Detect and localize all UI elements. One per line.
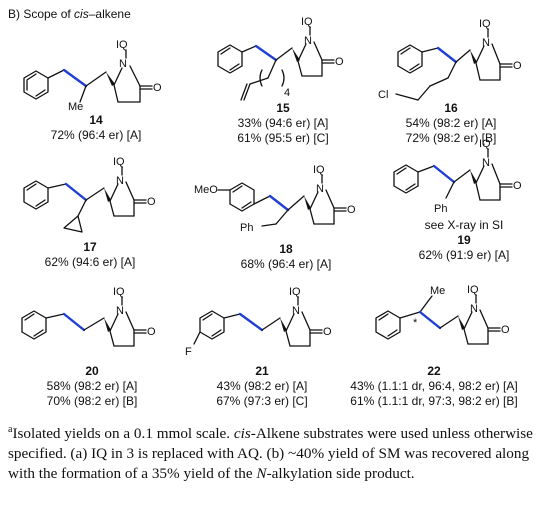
svg-text:O: O — [153, 82, 162, 94]
svg-text:N: N — [116, 305, 124, 317]
svg-text:IQ: IQ — [113, 286, 125, 298]
compound-15-result-1: 33% (94:6 er) [A] — [238, 116, 329, 130]
compound-19-note: see X-ray in SI — [425, 218, 504, 232]
compound-number-20: 20 — [85, 364, 99, 378]
svg-text:N: N — [116, 175, 124, 187]
svg-text:O: O — [513, 180, 522, 192]
structure-17: N IQ O — [23, 156, 156, 233]
svg-text:*: * — [413, 317, 418, 329]
svg-text:O: O — [335, 56, 344, 68]
svg-text:Ph: Ph — [240, 222, 253, 234]
compound-16-result-1: 54% (98:2 er) [A] — [406, 116, 497, 130]
compound-number-21: 21 — [255, 364, 269, 378]
compound-number-19: 19 — [457, 233, 471, 247]
compound-15-result-2: 61% (95:5 er) [C] — [237, 131, 328, 145]
svg-text:N: N — [316, 183, 324, 195]
svg-text:Cl: Cl — [378, 89, 388, 101]
svg-text:O: O — [147, 196, 156, 208]
svg-text:MeO: MeO — [194, 184, 218, 196]
compound-21-result-2: 67% (97:3 er) [C] — [216, 394, 307, 408]
compound-number-16: 16 — [444, 101, 458, 115]
svg-text:O: O — [323, 326, 332, 338]
compound-21-result-1: 43% (98:2 er) [A] — [217, 379, 308, 393]
compound-22-result-1: 43% (1.1:1 dr, 96:4, 98:2 er) [A] — [350, 379, 517, 393]
svg-text:N: N — [119, 58, 127, 70]
svg-text:F: F — [185, 346, 192, 358]
svg-text:IQ: IQ — [479, 138, 491, 150]
svg-text:O: O — [501, 324, 510, 336]
svg-text:O: O — [347, 204, 356, 216]
svg-text:IQ: IQ — [467, 284, 479, 296]
svg-text:N: N — [470, 303, 478, 315]
compound-16-result-2: 72% (98:2 er) [B] — [406, 131, 497, 145]
svg-text:IQ: IQ — [301, 16, 313, 28]
svg-text:IQ: IQ — [313, 164, 325, 176]
footnote-marker: a — [8, 423, 13, 435]
svg-text:IQ: IQ — [479, 18, 491, 30]
svg-text:Ph: Ph — [434, 203, 447, 215]
structure-19: Ph N IQ O — [393, 138, 522, 215]
compound-number-18: 18 — [279, 242, 293, 256]
svg-text:N: N — [304, 35, 312, 47]
compound-number-17: 17 — [83, 240, 97, 254]
table-footnote: aIsolated yields on a 0.1 mmol scale. ci… — [8, 423, 533, 482]
structure-14: Me N IQ O — [23, 39, 162, 113]
compound-19-result-1: 62% (91:9 er) [A] — [419, 248, 510, 262]
structure-15: 4 N IQ O — [217, 16, 344, 101]
compound-22-result-2: 61% (1.1:1 dr, 97:3, 98:2 er) [B] — [350, 394, 517, 408]
compound-20-result-1: 58% (98:2 er) [A] — [47, 379, 138, 393]
svg-text:IQ: IQ — [116, 39, 128, 51]
compound-number-22: 22 — [427, 364, 441, 378]
svg-text:O: O — [147, 326, 156, 338]
compound-20-result-2: 70% (98:2 er) [B] — [47, 394, 138, 408]
structure-20: N IQ O — [21, 286, 156, 347]
svg-text:IQ: IQ — [113, 156, 125, 168]
structure-21: F N IQ O — [185, 286, 332, 358]
reaction-scope-scheme: B) Scope of cis–alkene Me N IQ O 14 72% … — [8, 7, 522, 408]
svg-text:4: 4 — [284, 87, 290, 99]
svg-text:O: O — [513, 60, 522, 72]
svg-text:IQ: IQ — [289, 286, 301, 298]
section-title: B) Scope of cis–alkene — [8, 7, 131, 21]
compound-14-result-1: 72% (96:4 er) [A] — [51, 128, 142, 142]
structure-22: Me * N IQ O — [375, 284, 510, 345]
svg-text:N: N — [482, 157, 490, 169]
svg-text:N: N — [292, 305, 300, 317]
compound-number-15: 15 — [276, 101, 290, 115]
compound-number-14: 14 — [89, 113, 103, 127]
structure-18: MeO Ph N IQ O — [194, 164, 356, 234]
svg-text:Me: Me — [430, 285, 445, 297]
structure-16: Cl N IQ O — [378, 18, 522, 101]
svg-text:Me: Me — [68, 101, 83, 113]
compound-17-result-1: 62% (94:6 er) [A] — [45, 255, 136, 269]
svg-text:N: N — [482, 37, 490, 49]
compound-18-result-1: 68% (96:4 er) [A] — [241, 257, 332, 271]
